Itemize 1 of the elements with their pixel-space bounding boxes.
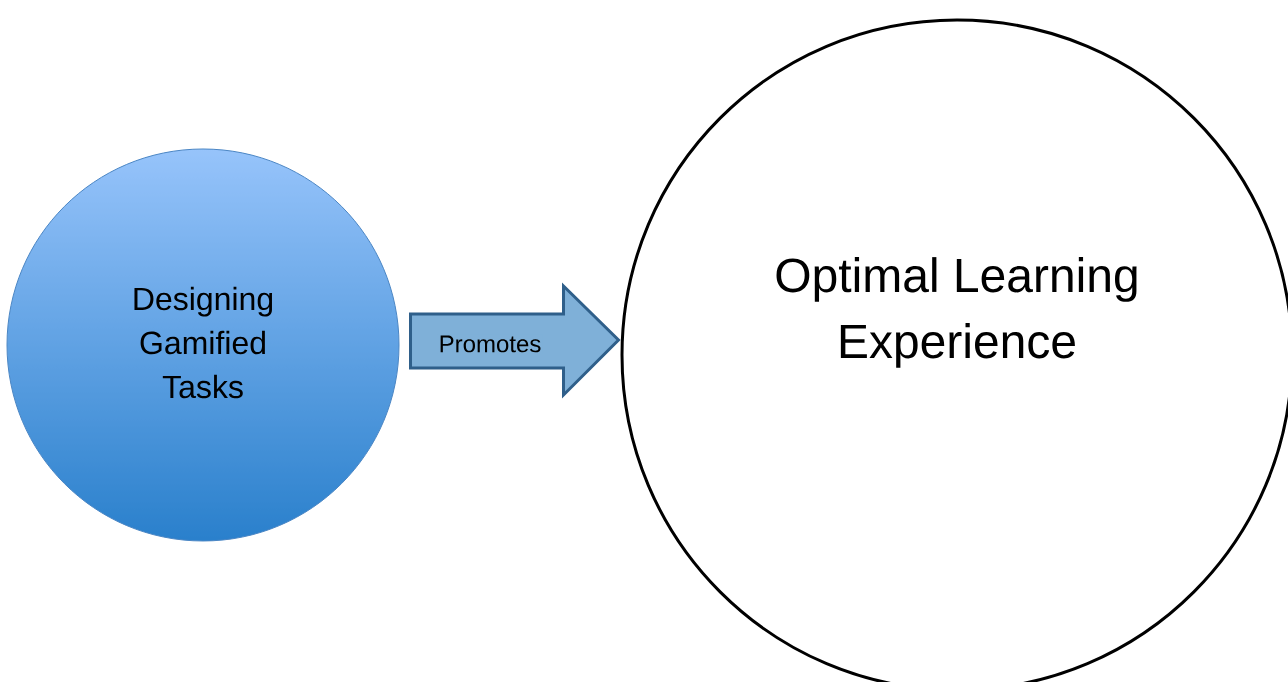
circle-node: Designing Gamified Tasks	[6, 148, 400, 542]
